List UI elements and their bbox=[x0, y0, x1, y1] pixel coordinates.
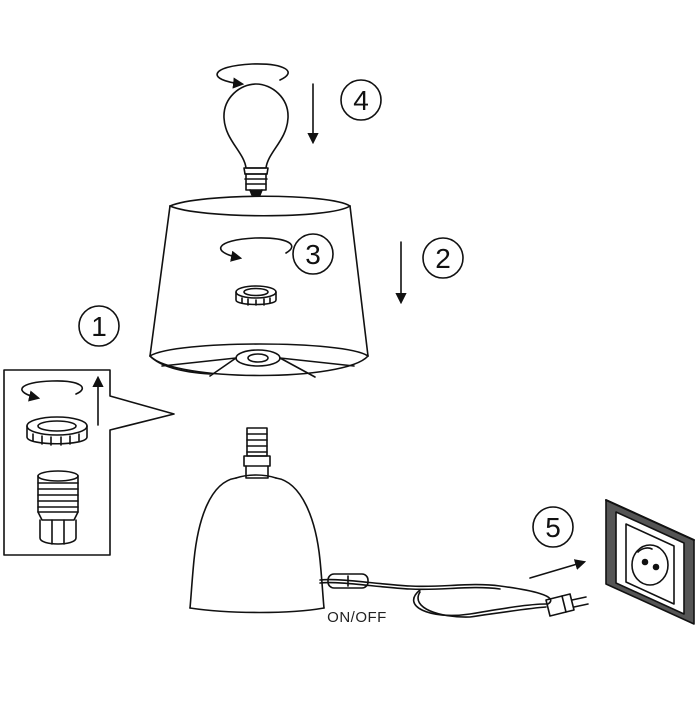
step-2-marker: 2 bbox=[422, 237, 464, 279]
step-3-number: 3 bbox=[305, 239, 321, 270]
on-off-switch-icon[interactable] bbox=[327, 573, 369, 589]
rotate-arrow-icon bbox=[21, 380, 83, 402]
right-arrow-icon bbox=[529, 559, 587, 579]
step-4-marker: 4 bbox=[340, 79, 382, 121]
lamp-holder-icon bbox=[37, 470, 79, 545]
step-5-marker: 5 bbox=[532, 506, 574, 548]
power-cable-icon bbox=[319, 578, 552, 618]
rotate-arrow-icon bbox=[216, 63, 289, 89]
lamp-base-icon bbox=[189, 474, 325, 614]
step-3-marker: 3 bbox=[292, 233, 334, 275]
wall-socket-icon[interactable] bbox=[615, 511, 685, 615]
detail-callout-box bbox=[3, 369, 175, 556]
step-1-number: 1 bbox=[91, 311, 107, 342]
plug-icon bbox=[545, 593, 589, 617]
lampshade-icon bbox=[149, 195, 369, 378]
switch-label: ON/OFF bbox=[327, 609, 387, 626]
step-1-marker: 1 bbox=[78, 305, 120, 347]
bulb-icon bbox=[223, 83, 289, 196]
ring-nut-icon bbox=[235, 285, 277, 306]
ring-nut-icon bbox=[26, 416, 88, 446]
step-5-number: 5 bbox=[545, 512, 561, 543]
rotate-arrow-icon bbox=[219, 237, 293, 262]
lamp-holder-icon bbox=[243, 427, 271, 479]
step-4-number: 4 bbox=[353, 85, 369, 116]
step-2-number: 2 bbox=[435, 243, 451, 274]
